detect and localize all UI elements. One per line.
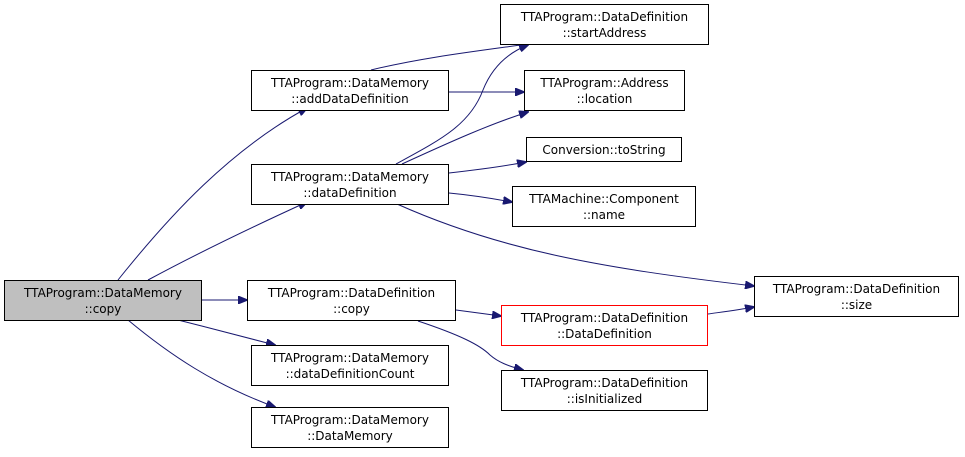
node-datadefinition-datadefinition[interactable]: TTAProgram::DataDefinition ::DataDefinit… <box>501 305 708 346</box>
node-datamemory-adddatadefinition-line2: ::addDataDefinition <box>291 91 409 106</box>
node-address-location-line1: TTAProgram::Address <box>540 75 669 90</box>
node-datadefinition-startaddress-line2: ::startAddress <box>562 25 647 40</box>
node-datamemory-datadefinition-line2: ::dataDefinition <box>303 185 397 200</box>
node-datamemory-adddatadefinition[interactable]: TTAProgram::DataMemory ::addDataDefiniti… <box>251 70 449 111</box>
node-component-name[interactable]: TTAMachine::Component ::name <box>512 186 696 227</box>
node-datamemory-datadefinition-line1: TTAProgram::DataMemory <box>271 169 429 184</box>
node-datamemory-copy-line1: TTAProgram::DataMemory <box>24 285 182 300</box>
edge-dataDefinition-to-location <box>401 112 528 165</box>
edge-addDataDefinition-to-startAddress <box>370 44 528 71</box>
node-datamemory-datamemory-line2: ::DataMemory <box>307 428 393 443</box>
node-datadefinition-copy[interactable]: TTAProgram::DataDefinition ::copy <box>247 280 456 321</box>
node-address-location-line2: ::location <box>576 91 633 106</box>
edge-dataDefinition-to-name <box>448 192 512 202</box>
node-datamemory-datadefinition[interactable]: TTAProgram::DataMemory ::dataDefinition <box>251 164 449 205</box>
node-datamemory-datamemory-line1: TTAProgram::DataMemory <box>271 412 429 427</box>
node-datadefinition-datadefinition-line1: TTAProgram::DataDefinition <box>520 310 689 325</box>
node-datamemory-datadefinitioncount-line1: TTAProgram::DataMemory <box>271 350 429 365</box>
edge-dataDefinition-to-toString <box>448 162 526 174</box>
edge-dataDefinition-to-startAddress <box>395 45 528 165</box>
node-datadefinition-isinitialized[interactable]: TTAProgram::DataDefinition ::isInitializ… <box>501 370 708 411</box>
node-datamemory-datadefinitioncount-line2: ::dataDefinitionCount <box>285 366 415 381</box>
node-component-name-line1: TTAMachine::Component <box>529 191 679 206</box>
edge-copy-to-dataDefinitionCount <box>177 319 275 345</box>
node-address-location[interactable]: TTAProgram::Address ::location <box>524 70 685 111</box>
node-datadefinition-datadefinition-line2: ::DataDefinition <box>557 326 652 341</box>
node-datadefinition-startaddress[interactable]: TTAProgram::DataDefinition ::startAddres… <box>500 4 709 45</box>
node-datadefinition-copy-line1: TTAProgram::DataDefinition <box>267 285 436 300</box>
edge-dataDefinition-to-size <box>396 203 754 286</box>
node-datamemory-copy: TTAProgram::DataMemory ::copy <box>4 280 202 321</box>
node-datadefinition-startaddress-line1: TTAProgram::DataDefinition <box>520 9 689 24</box>
node-datadefinition-size[interactable]: TTAProgram::DataDefinition ::size <box>754 276 959 317</box>
edge-copy-to-DataMemory <box>127 319 275 407</box>
node-datadefinition-isinitialized-line1: TTAProgram::DataDefinition <box>520 375 689 390</box>
node-conversion-tostring-line1: Conversion::toString <box>542 142 666 157</box>
node-datamemory-adddatadefinition-line1: TTAProgram::DataMemory <box>271 75 429 90</box>
edge-dd-copy-to-DataDefinition <box>455 309 501 316</box>
node-component-name-line2: ::name <box>582 207 626 222</box>
node-conversion-tostring[interactable]: Conversion::toString <box>526 137 682 162</box>
edge-copy-to-addDataDefinition <box>117 108 307 281</box>
node-datamemory-copy-line2: ::copy <box>84 301 122 316</box>
node-datamemory-datadefinitioncount[interactable]: TTAProgram::DataMemory ::dataDefinitionC… <box>251 345 449 386</box>
edge-dd-copy-to-isInitialized <box>417 320 523 370</box>
node-datadefinition-isinitialized-line2: ::isInitialized <box>566 391 643 406</box>
edge-DataDefinition-to-size <box>707 307 754 315</box>
node-datamemory-datamemory[interactable]: TTAProgram::DataMemory ::DataMemory <box>251 407 449 448</box>
edge-copy-to-dataDefinition <box>147 202 307 281</box>
node-datadefinition-size-line1: TTAProgram::DataDefinition <box>772 281 941 296</box>
node-datadefinition-copy-line2: ::copy <box>333 301 370 316</box>
node-datadefinition-size-line2: ::size <box>840 297 873 312</box>
